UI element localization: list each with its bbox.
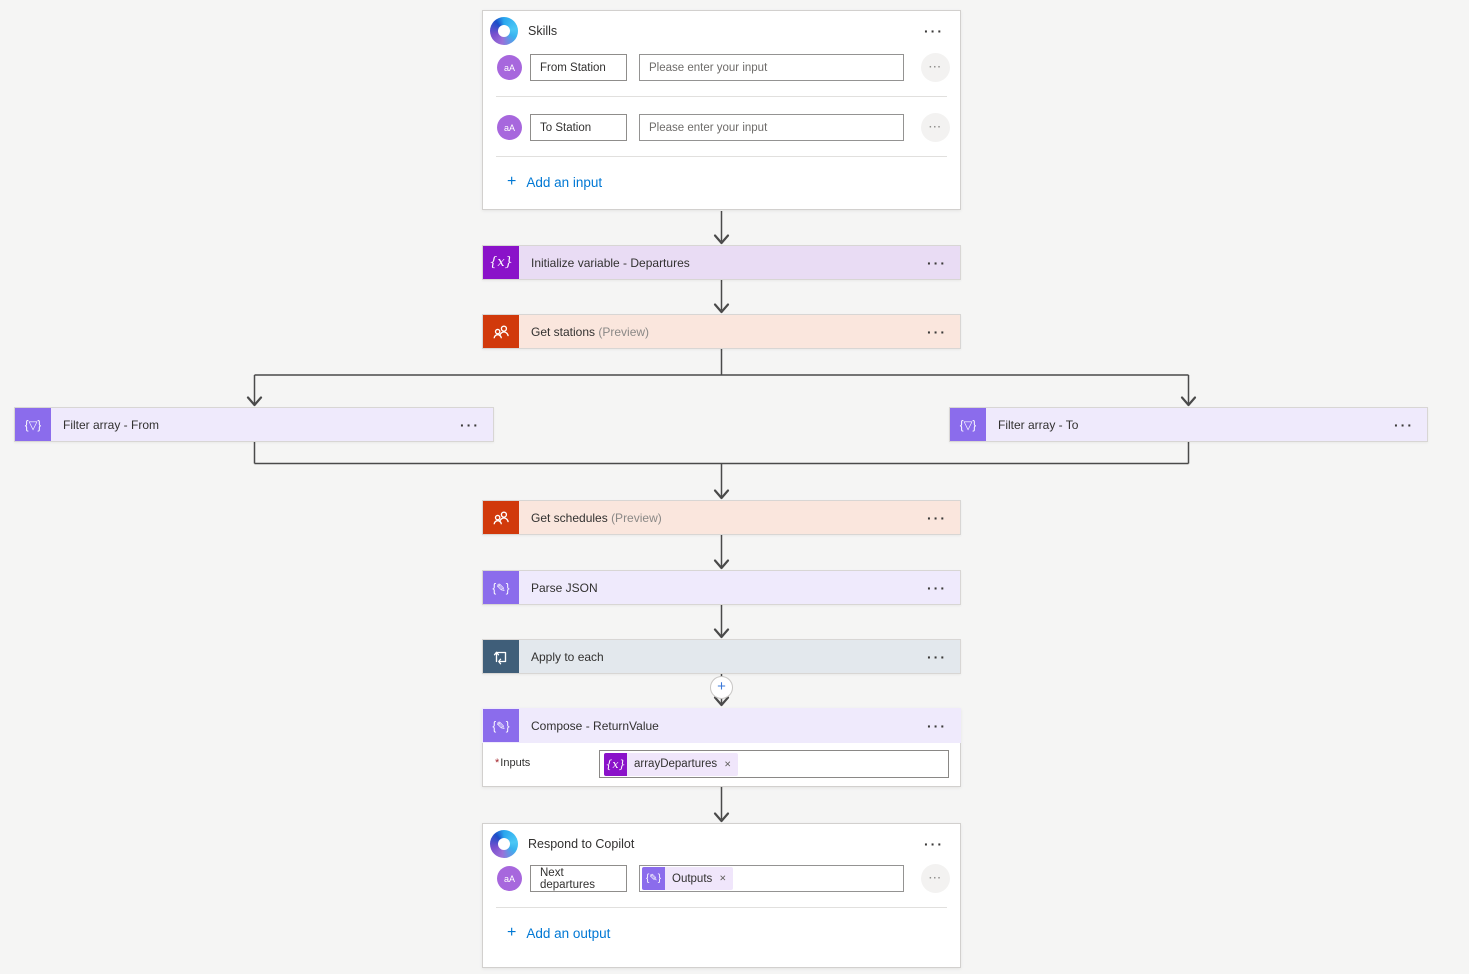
action-title: Initialize variable - Departures: [531, 255, 690, 270]
action-compose[interactable]: {✎} Compose - ReturnValue ···: [482, 708, 961, 743]
respond-card-header: Respond to Copilot ···: [483, 824, 960, 864]
action-title: Get stations (Preview): [531, 324, 650, 339]
ellipsis-menu-icon[interactable]: ···: [927, 323, 947, 340]
add-output-button[interactable]: + Add an output: [507, 924, 610, 942]
action-filter-array-to[interactable]: {▽} Filter array - To ···: [949, 407, 1428, 442]
data-operations-icon: {✎}: [483, 571, 519, 604]
text-input-type-icon: aA: [497, 55, 522, 80]
input-value-box: [639, 54, 904, 81]
ellipsis-menu-icon[interactable]: ···: [460, 416, 480, 433]
respond-card-title: Respond to Copilot: [528, 837, 635, 851]
ellipsis-menu-icon[interactable]: ···: [1394, 416, 1414, 433]
dynamic-content-token[interactable]: {x} arrayDepartures ✕: [604, 752, 739, 776]
filter-icon: {▽}: [15, 408, 51, 441]
action-filter-array-from[interactable]: {▽} Filter array - From ···: [14, 407, 494, 442]
preview-suffix: (Preview): [598, 324, 650, 339]
insert-action-button[interactable]: +: [710, 676, 733, 699]
ellipsis-menu-icon[interactable]: ···: [927, 254, 947, 271]
input-value-box: [639, 114, 904, 141]
inputs-field-label: *Inputs: [495, 757, 531, 769]
add-input-label: Add an input: [526, 174, 603, 190]
copilot-logo-icon: [490, 17, 518, 45]
filter-icon: {▽}: [950, 408, 986, 441]
add-input-button[interactable]: + Add an input: [507, 173, 602, 191]
action-title: Apply to each: [531, 649, 604, 664]
variable-icon: {x}: [604, 752, 627, 776]
people-icon: [483, 501, 519, 534]
output-name-field[interactable]: Next departures: [530, 865, 627, 892]
remove-token-icon[interactable]: ✕: [719, 873, 727, 883]
respond-card: Respond to Copilot ··· aA Next departure…: [482, 823, 961, 968]
row-menu-button[interactable]: ···: [921, 864, 950, 893]
required-marker: *: [495, 757, 500, 769]
loop-icon: [483, 640, 519, 673]
copilot-logo-icon: [490, 830, 518, 858]
row-menu-button[interactable]: ···: [921, 113, 950, 142]
input-value-field[interactable]: [640, 115, 903, 140]
ellipsis-menu-icon[interactable]: ···: [927, 579, 947, 596]
text-input-type-icon: aA: [497, 866, 522, 891]
row-divider: [496, 156, 947, 157]
ellipsis-menu-icon[interactable]: ···: [927, 648, 947, 665]
data-operations-icon: {✎}: [642, 867, 665, 890]
data-operations-icon: {✎}: [483, 709, 519, 742]
token-label: Outputs: [672, 872, 713, 885]
ellipsis-menu-icon[interactable]: ···: [927, 509, 947, 526]
action-title: Compose - ReturnValue: [531, 718, 659, 733]
action-title: Filter array - From: [63, 417, 159, 432]
people-icon: [483, 315, 519, 348]
output-value-box[interactable]: {✎} Outputs ✕: [639, 865, 904, 892]
dynamic-content-token[interactable]: {✎} Outputs ✕: [642, 867, 734, 890]
row-divider: [496, 907, 947, 908]
action-title: Parse JSON: [531, 580, 598, 595]
input-value-field[interactable]: [640, 55, 903, 80]
remove-token-icon[interactable]: ✕: [724, 758, 732, 769]
input-name-field[interactable]: From Station: [530, 54, 627, 81]
preview-suffix: (Preview): [611, 510, 662, 525]
variable-icon: {x}: [483, 246, 519, 279]
plus-icon: +: [507, 924, 517, 941]
row-menu-button[interactable]: ···: [921, 53, 950, 82]
plus-icon: +: [507, 173, 517, 190]
action-get-schedules[interactable]: Get schedules (Preview) ···: [482, 500, 961, 535]
add-output-label: Add an output: [526, 925, 611, 941]
skills-card-title: Skills: [528, 24, 558, 38]
ellipsis-menu-icon[interactable]: ···: [927, 717, 947, 734]
row-divider: [496, 96, 947, 97]
skills-card-header: Skills ···: [483, 11, 960, 51]
action-initialize-variable[interactable]: {x} Initialize variable - Departures ···: [482, 245, 961, 280]
action-apply-to-each[interactable]: Apply to each ···: [482, 639, 961, 674]
compose-card: {✎} Compose - ReturnValue ··· *Inputs {x…: [482, 708, 961, 787]
action-title: Get schedules (Preview): [531, 510, 662, 525]
text-input-type-icon: aA: [497, 115, 522, 140]
ellipsis-menu-icon[interactable]: ···: [924, 836, 944, 852]
action-get-stations[interactable]: Get stations (Preview) ···: [482, 314, 961, 349]
action-parse-json[interactable]: {✎} Parse JSON ···: [482, 570, 961, 605]
ellipsis-menu-icon[interactable]: ···: [924, 23, 944, 39]
skills-card: Skills ··· aA From Station ··· aA To Sta…: [482, 10, 961, 210]
skill-input-row: aA From Station ···: [497, 53, 950, 82]
token-label: arrayDepartures: [634, 758, 718, 770]
input-name-field[interactable]: To Station: [530, 114, 627, 141]
action-title: Filter array - To: [998, 417, 1079, 432]
compose-inputs-field[interactable]: {x} arrayDepartures ✕: [599, 750, 949, 778]
skill-input-row: aA To Station ···: [497, 113, 950, 142]
output-row: aA Next departures {✎} Outputs ✕ ···: [497, 864, 950, 893]
